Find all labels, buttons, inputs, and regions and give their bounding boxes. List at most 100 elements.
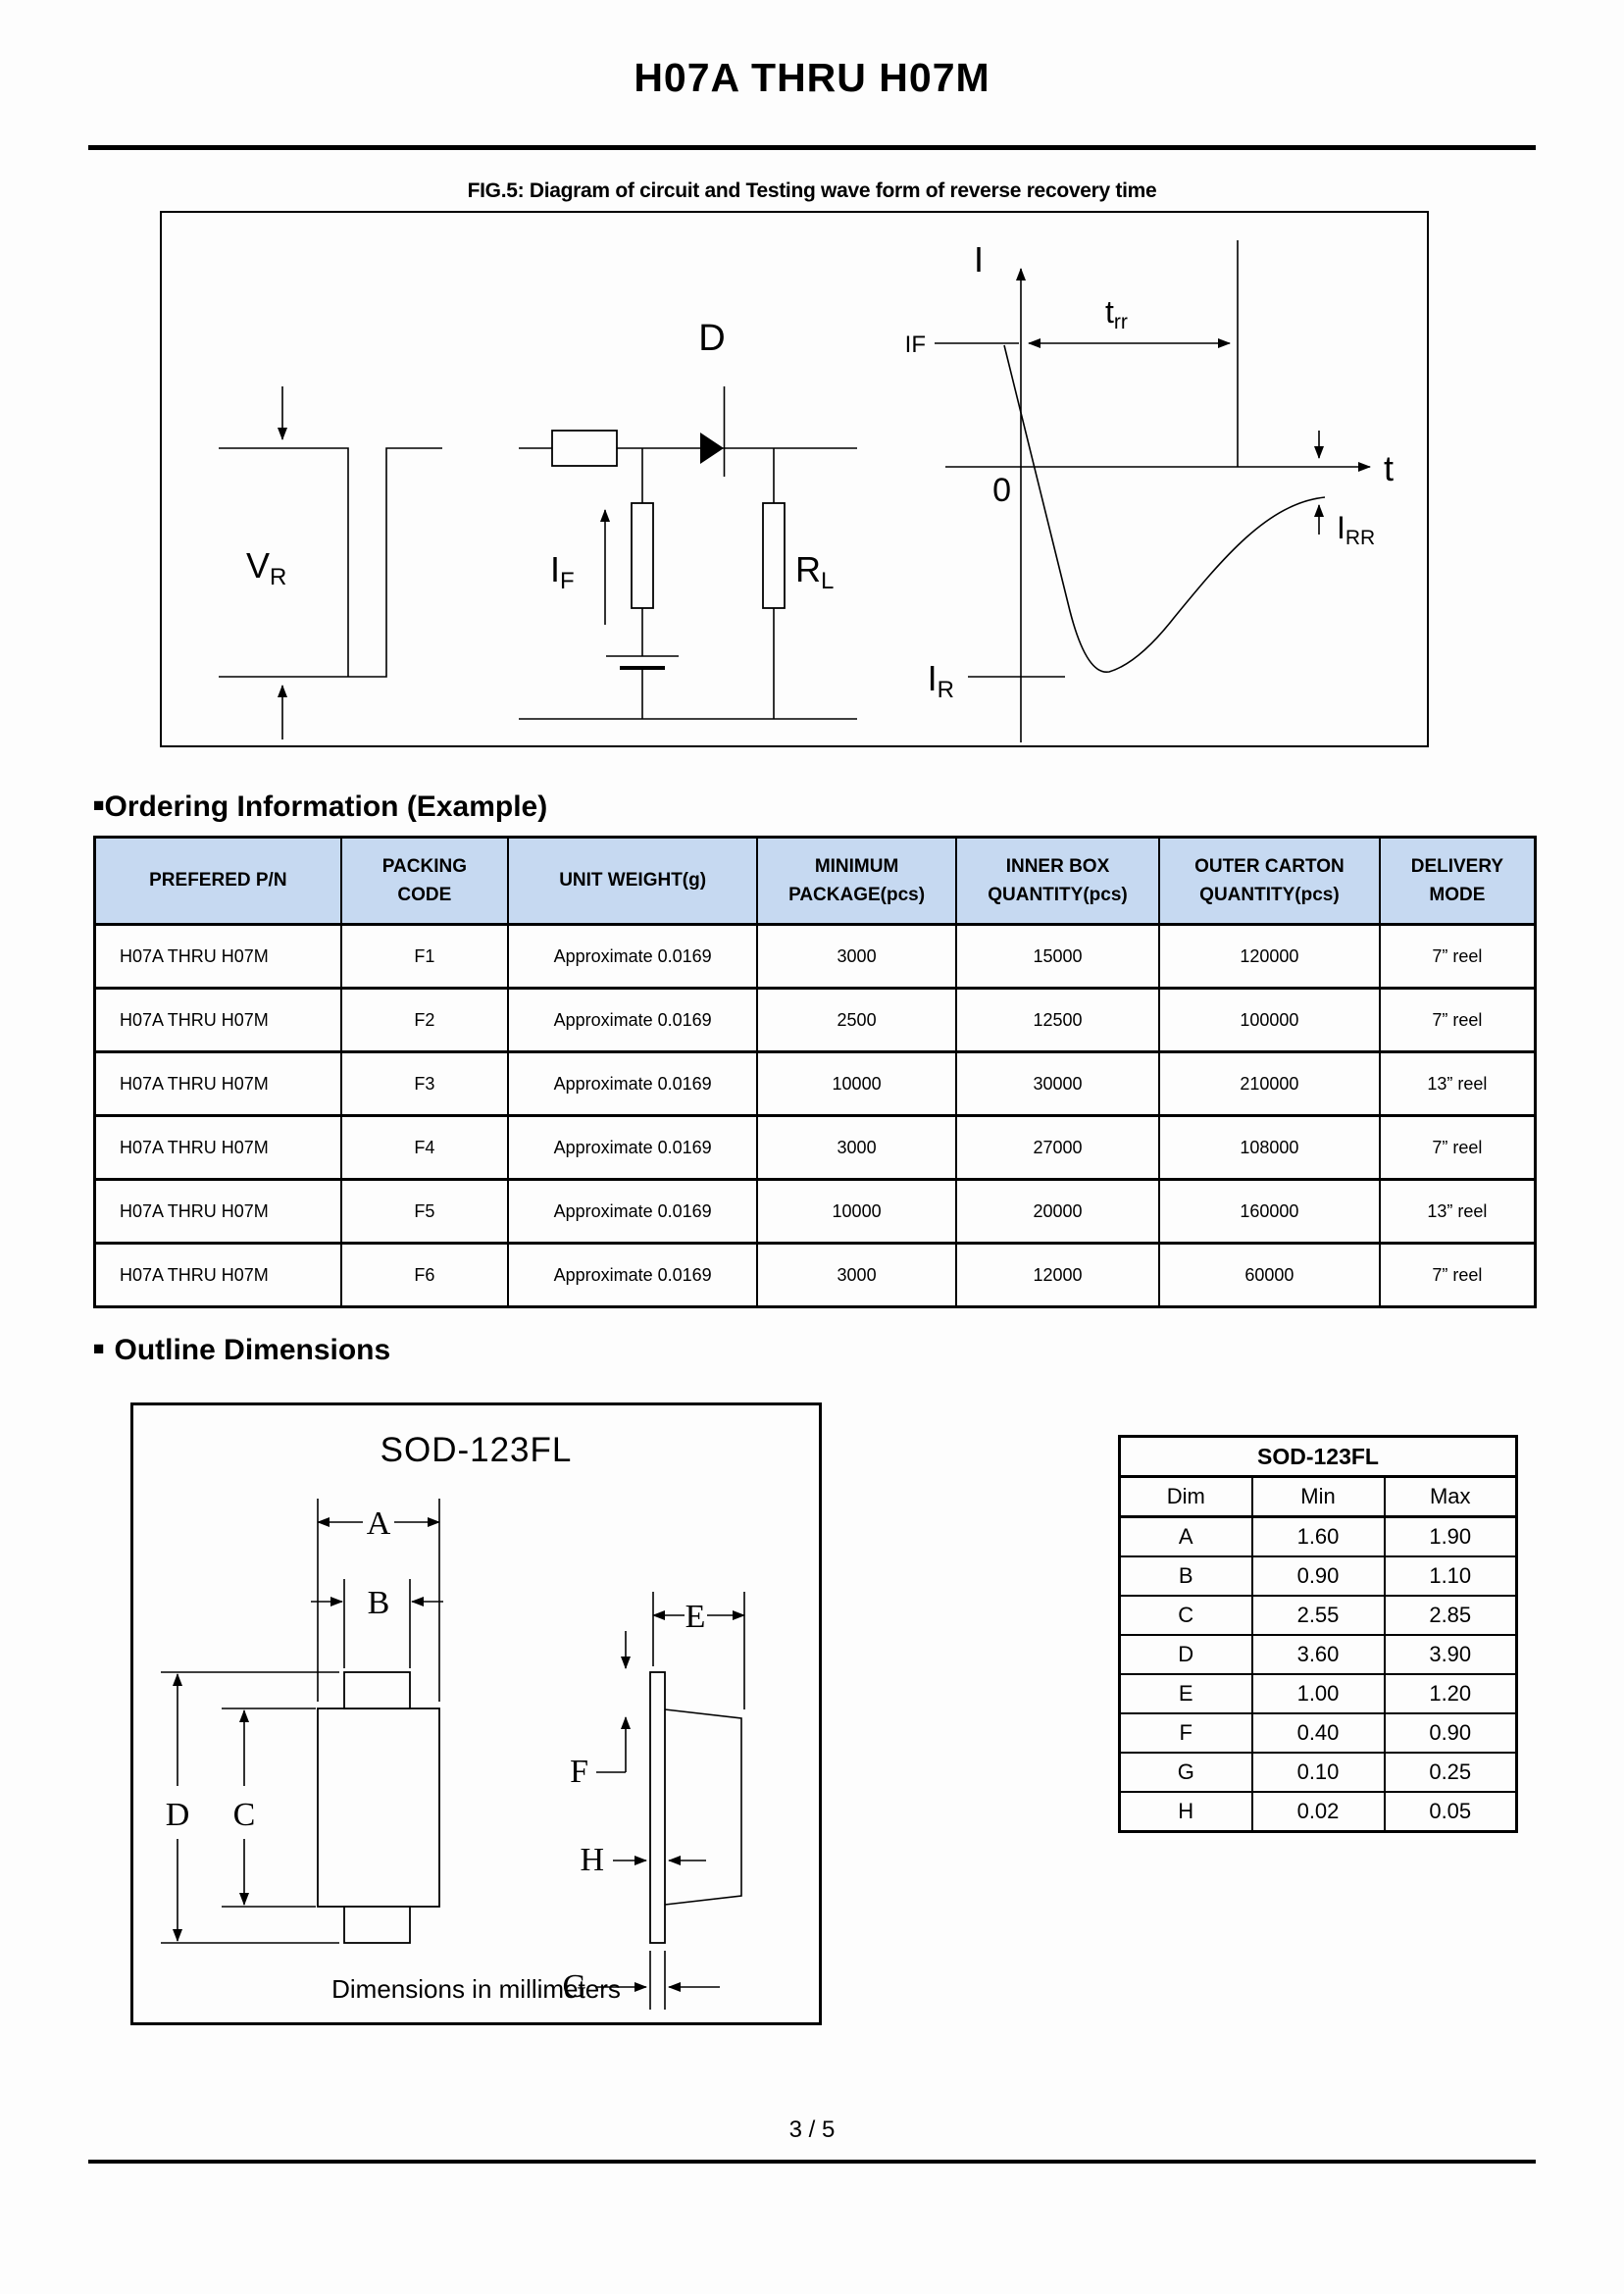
dimensions-table-title: SOD-123FL xyxy=(1118,1435,1518,1478)
if-current-label: IF xyxy=(550,549,575,594)
table-cell: 0.02 xyxy=(1250,1791,1386,1833)
table-header-cell: UNIT WEIGHT(g) xyxy=(507,836,759,926)
package-body xyxy=(317,1708,440,1908)
dim-b-label: B xyxy=(368,1585,390,1621)
dimensions-note: Dimensions in millimeters xyxy=(331,1974,621,2004)
package-side-view: E F H G xyxy=(562,1592,745,2010)
table-header-cell: INNER BOX QUANTITY(pcs) xyxy=(954,836,1161,926)
table-cell: 3.60 xyxy=(1250,1634,1386,1675)
vr-pulse-waveform: VR xyxy=(219,386,442,739)
table-cell: 7” reel xyxy=(1378,1114,1537,1181)
table-cell: 7” reel xyxy=(1378,923,1537,990)
table-header-cell: PREFERED P/N xyxy=(93,836,342,926)
table-cell: 100000 xyxy=(1158,987,1381,1053)
dim-f-label: F xyxy=(570,1754,588,1790)
dim-c-label: C xyxy=(233,1797,256,1833)
if-level-label: IF xyxy=(905,331,926,358)
table-cell: H xyxy=(1118,1791,1253,1833)
table-cell: 0.90 xyxy=(1383,1712,1518,1754)
package-name: SOD-123FL xyxy=(380,1431,573,1469)
dim-d-label: D xyxy=(166,1797,190,1833)
table-cell: Approximate 0.0169 xyxy=(507,1114,759,1181)
y-axis-label: I xyxy=(974,239,984,280)
table-cell: F1 xyxy=(339,923,510,990)
table-cell: 2500 xyxy=(756,987,957,1053)
body-profile xyxy=(664,1708,742,1906)
table-cell: H07A THRU H07M xyxy=(93,1050,342,1117)
table-cell: 1.10 xyxy=(1383,1555,1518,1597)
table-cell: 15000 xyxy=(954,923,1161,990)
table-header-cell: OUTER CARTON QUANTITY(pcs) xyxy=(1158,836,1381,926)
table-header-cell: MINIMUM PACKAGE(pcs) xyxy=(756,836,957,926)
table-cell: 1.60 xyxy=(1250,1515,1386,1557)
package-lead-bottom xyxy=(343,1906,411,1944)
page-title: H07A THRU H07M xyxy=(634,55,990,100)
table-cell: 0.90 xyxy=(1250,1555,1386,1597)
table-cell: 12000 xyxy=(954,1242,1161,1308)
table-cell: 3000 xyxy=(756,1242,957,1308)
table-cell: 20000 xyxy=(954,1178,1161,1245)
table-cell: 10000 xyxy=(756,1178,957,1245)
ir-label: IR xyxy=(928,658,954,703)
table-cell: Approximate 0.0169 xyxy=(507,1050,759,1117)
page-number: 3 / 5 xyxy=(788,2116,836,2143)
package-lead-top xyxy=(343,1671,411,1709)
diode-symbol xyxy=(700,433,724,464)
ordering-section-title: Ordering Information (Example) xyxy=(104,790,548,823)
ordering-section-heading: ■Ordering Information (Example) xyxy=(93,790,547,824)
table-cell: 1.90 xyxy=(1383,1515,1518,1557)
series-resistor xyxy=(551,430,618,467)
outline-section-heading: ■Outline Dimensions xyxy=(93,1334,390,1367)
figure-caption: FIG.5: Diagram of circuit and Testing wa… xyxy=(467,179,1157,202)
table-cell: 0.05 xyxy=(1383,1791,1518,1833)
table-cell: 7” reel xyxy=(1378,987,1537,1053)
table-cell: Approximate 0.0169 xyxy=(507,987,759,1053)
table-cell: B xyxy=(1118,1555,1253,1597)
footer-rule xyxy=(88,2160,1536,2164)
table-cell: 7” reel xyxy=(1378,1242,1537,1308)
load-resistor xyxy=(762,502,786,609)
dim-h-label: H xyxy=(580,1842,604,1878)
irr-label: IRR xyxy=(1337,510,1375,549)
table-cell: 3.90 xyxy=(1383,1634,1518,1675)
table-cell: 27000 xyxy=(954,1114,1161,1181)
table-header-cell: Max xyxy=(1383,1475,1518,1518)
dimensions-table-title-row: SOD-123FL xyxy=(1118,1435,1518,1478)
table-cell: F4 xyxy=(339,1114,510,1181)
package-drawing-box: SOD-123FL A B xyxy=(130,1402,822,2025)
table-cell: 120000 xyxy=(1158,923,1381,990)
table-cell: Approximate 0.0169 xyxy=(507,1178,759,1245)
dim-e-label: E xyxy=(685,1599,706,1635)
table-cell: 60000 xyxy=(1158,1242,1381,1308)
table-cell: Approximate 0.0169 xyxy=(507,1242,759,1308)
table-cell: F2 xyxy=(339,987,510,1053)
table-cell: H07A THRU H07M xyxy=(93,1242,342,1308)
table-cell: 3000 xyxy=(756,923,957,990)
table-cell: F xyxy=(1118,1712,1253,1754)
section-bullet-icon: ■ xyxy=(93,795,105,816)
table-cell: D xyxy=(1118,1634,1253,1675)
table-header-cell: Dim xyxy=(1118,1475,1253,1518)
section-bullet-icon: ■ xyxy=(93,1339,105,1359)
origin-label: 0 xyxy=(992,472,1011,509)
package-top-view: A B D C xyxy=(161,1499,443,1944)
diode-label: D xyxy=(698,318,725,359)
x-axis-label: t xyxy=(1384,448,1394,488)
current-source-resistor xyxy=(631,502,654,609)
header-rule xyxy=(88,145,1536,150)
table-cell: 1.20 xyxy=(1383,1673,1518,1714)
table-header-cell: PACKING CODE xyxy=(339,836,510,926)
table-cell: 108000 xyxy=(1158,1114,1381,1181)
